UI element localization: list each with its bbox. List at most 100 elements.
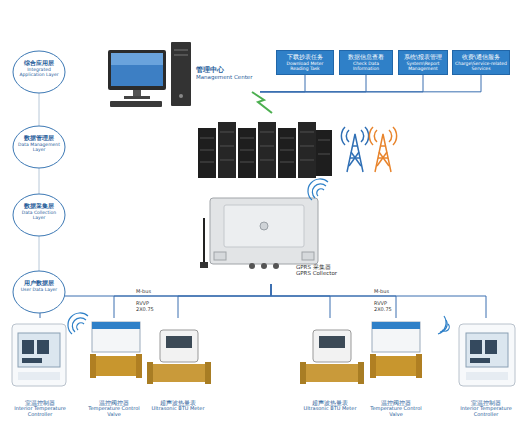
device-illustration [12,322,515,386]
link-line [260,75,305,92]
server-cluster-part-part [300,160,314,161]
badge-ellipse [13,271,65,313]
gprs-collector: GPRS 采集器GPRS Collector [196,190,346,284]
signal-tower-part-part [377,152,387,166]
signal-tower-part-part [347,134,363,172]
node-text: 用户数据层 [16,280,62,287]
node-text: Interior Temperature Controller [8,406,72,418]
layer-badge: 综合应用层Integrated Application Layer [12,50,66,94]
device-illustration-part [22,340,34,354]
device-illustration-part [459,324,515,386]
wifi-symbol-part [438,316,446,334]
computer-part [174,55,188,56]
server-cluster-part-part [220,160,234,161]
node-text: Data Collection Layer [16,210,62,220]
cable-label: RVVP 2X0.75 [136,300,162,312]
collector-box-part [200,262,208,268]
node-text: 系统\报表管理 [401,54,445,61]
wifi-symbol-part [317,189,324,196]
node-text: 数据管理层 [16,135,62,142]
signal-tower-part [369,127,396,172]
device-illustration-part [485,340,497,354]
server-cluster-part-part [220,132,234,133]
signal-tower-part-part [361,130,364,142]
device-illustration-part [18,372,60,380]
computer [108,42,191,107]
node-text: Integrated Application Layer [16,67,62,77]
device-illustration-part [94,356,138,376]
wifi-symbol-part [72,318,86,332]
cable-label: M-bus [136,288,166,294]
server-cluster-part-part [300,132,314,133]
signal-tower-part-part [374,130,377,142]
computer-part [111,53,163,65]
device-illustration-part [22,358,42,363]
device-illustration-part [466,333,508,367]
server-cluster-part-part [200,150,214,151]
computer-part [171,42,191,106]
device-illustration-part [12,324,66,386]
badge-outline [12,193,66,237]
bus-line [178,284,271,318]
server-cluster-part [218,122,236,178]
node-text: Management Center [196,74,258,80]
server-cluster-part [298,122,316,178]
node-text: 收费\通信服务 [455,54,507,61]
collector-box-part [261,263,267,269]
device-illustration-part [90,354,96,378]
collector-box-part [210,198,318,264]
computer-part [108,50,166,90]
server-cluster-part-part [260,146,274,147]
signal-tower-part-part [393,127,397,145]
management-center: 管理中心Management Center [100,40,260,112]
server-cluster-part-part [260,160,274,161]
device-illustration-part [470,340,482,354]
server-cluster-part-part [318,154,330,155]
device-illustration-part [166,336,192,348]
signal-tower [341,127,396,172]
bus-line [271,284,330,318]
signal-tower-part-part [351,152,361,166]
signal-tower-part-part [380,145,386,147]
node-text: 综合应用层 [16,60,62,67]
bus-line [40,284,271,318]
collector-box-part [203,218,205,264]
node-text: 管理中心 [196,66,258,74]
layer-axis [39,72,40,292]
node-text: GPRS 采集器 [296,264,344,270]
server-cluster-part [278,128,296,178]
server-cluster [198,122,332,178]
field-device: 温控阀控器Temperature Control Valve [364,318,428,418]
computer-part [110,101,162,107]
layer-badge: 数据管理层Data Management Layer [12,125,66,169]
device-illustration-part [160,330,198,362]
device-illustration-part [205,362,211,384]
link-line [260,75,366,92]
node-text: Check Data Information [342,61,390,71]
signal-tower-part-part [341,127,345,145]
server-cluster-part-part [300,146,314,147]
device-illustration-part [92,322,140,329]
server-cluster-part [258,122,276,178]
field-device: 室温控制器Interior Temperature Controller [453,318,519,418]
server-cluster-part [316,130,332,176]
server-cluster-part [198,128,216,178]
signal-tower-part [341,127,368,172]
node-text: 下载抄表任务 [279,54,331,61]
badge-ellipse [13,126,65,168]
signal-tower-part-part [346,130,349,142]
node-text: Charge\Service-related Services [455,61,507,71]
device-illustration-part [372,322,420,352]
device-illustration-part [416,354,422,378]
collector-box-part [302,252,314,260]
badge-outline [12,50,66,94]
link-line [260,75,423,92]
server-cluster-part-part [220,146,234,147]
collector-box-part [249,263,255,269]
link-line [260,75,481,92]
device-illustration-part [136,354,142,378]
signal-tower-part-part [349,152,359,166]
server-cluster-part-part [240,138,254,139]
device-illustration-part [300,362,306,384]
node-text: Ultrasonic BTU Meter [146,406,210,412]
